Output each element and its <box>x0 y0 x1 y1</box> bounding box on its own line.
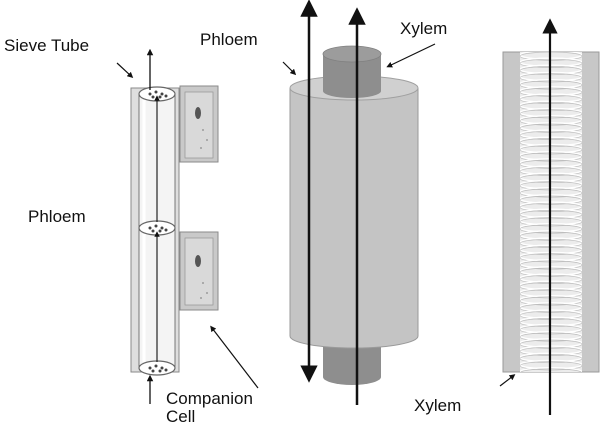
phloem-pointer <box>282 61 297 76</box>
sieve-tube-pointer <box>116 62 134 79</box>
phloem-label-left: Phloem <box>28 207 86 226</box>
companion-cell-pointer <box>210 325 259 389</box>
sieve-plate-middle <box>138 220 176 236</box>
nucleus-upper <box>195 107 201 119</box>
xylem-label-bottom: Xylem <box>414 396 462 415</box>
vascular-bundle-cylinder <box>282 0 436 405</box>
xylem-vessel-pointer <box>499 374 516 387</box>
xylem-vessel <box>499 18 600 415</box>
sieve-plate-bottom <box>138 360 176 376</box>
sieve-tube-diagram <box>116 48 259 404</box>
nucleus-lower <box>195 255 201 267</box>
xylem-pointer <box>386 43 436 68</box>
companion-cell-label-line2: Cell <box>166 407 196 426</box>
xylem-core-top <box>323 54 381 98</box>
phloem-cylinder <box>289 88 419 349</box>
companion-cell-label-line1: Companion <box>166 389 253 408</box>
sieve-tube-label: Sieve Tube <box>4 36 90 55</box>
xylem-label-top: Xylem <box>400 19 448 38</box>
phloem-label-top: Phloem <box>200 30 258 49</box>
